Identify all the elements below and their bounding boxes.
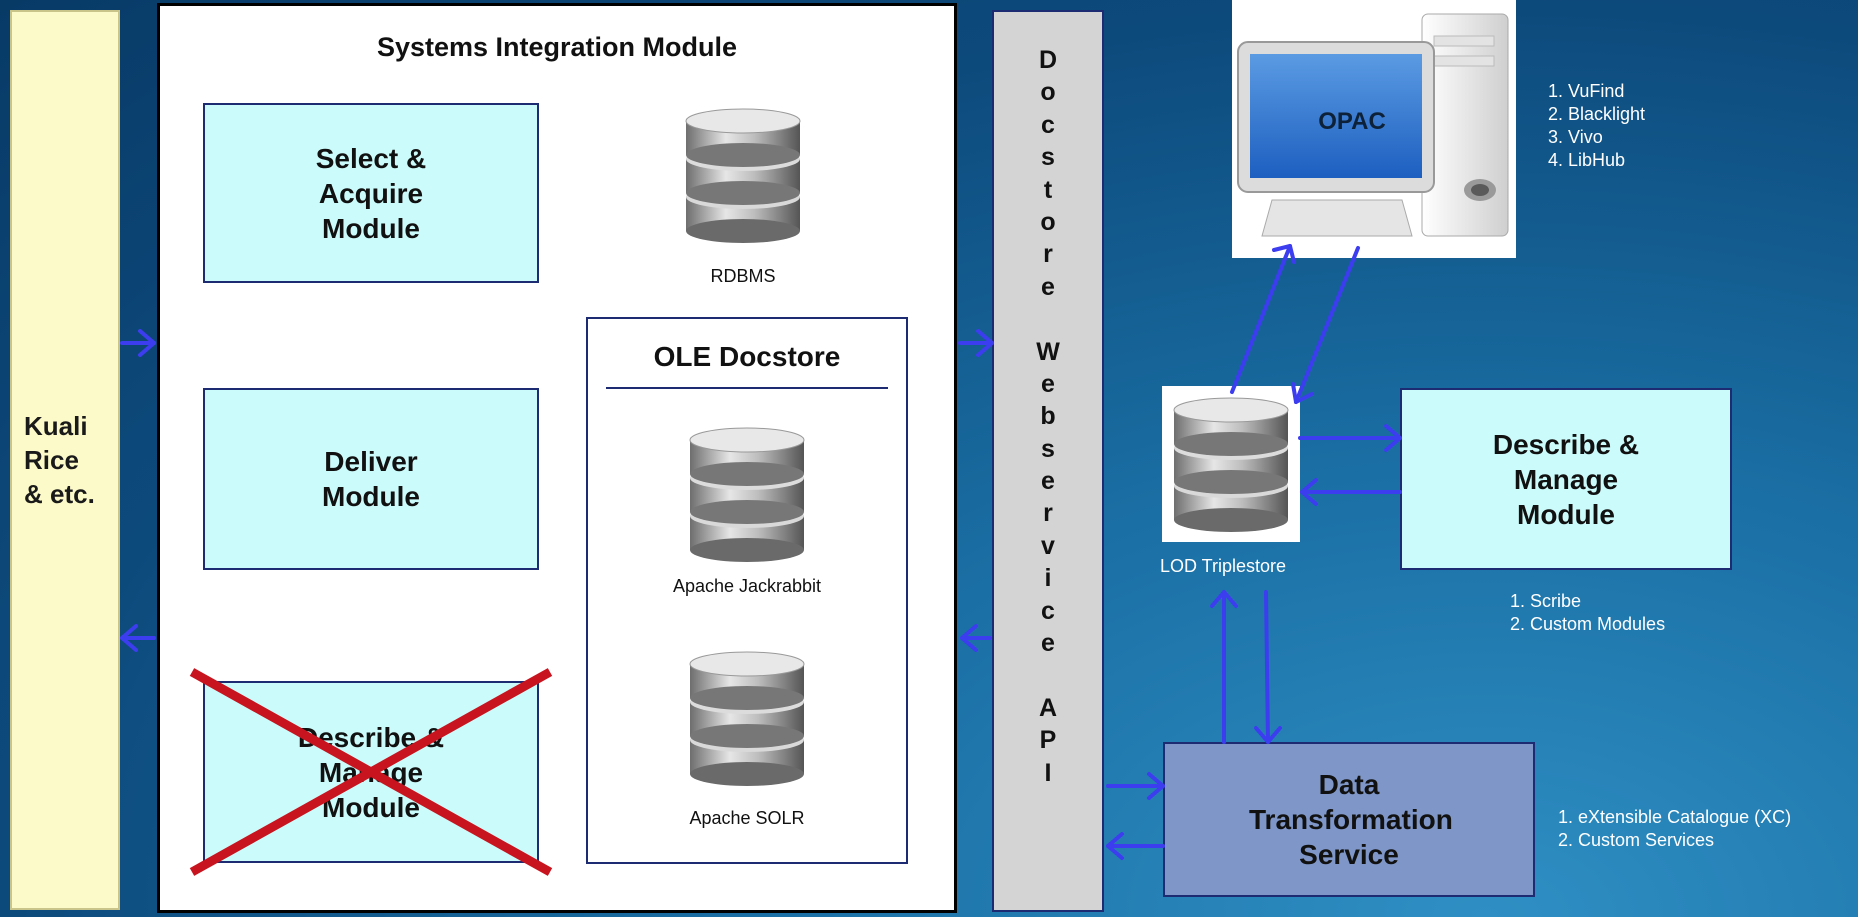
data-transformation-service: Data Transformation Service [1163,742,1535,897]
api-letter: c [1041,110,1055,139]
api-letter: D [1038,46,1058,74]
arrow-lod-to-opac [1230,244,1296,394]
api-letter: I [1044,758,1052,787]
kuali-line-3: & etc. [24,479,95,509]
lod-triplestore-label: LOD Triplestore [1160,556,1287,576]
kuali-line-2: Rice [24,445,79,475]
arrow-sim-to-kuali [120,624,156,652]
api-letter: i [1044,564,1052,593]
rdbms-label: RDBMS [710,266,776,286]
api-letter: W [1036,337,1060,366]
describe-manage-module: Describe & Manage Module [1400,388,1732,570]
deliver-module: Deliver Module [203,388,539,570]
api-letter: s [1041,434,1055,463]
opac-computer-icon [1232,0,1516,258]
kuali-rice-box: Kuali Rice & etc. [10,10,120,910]
api-letter: P [1039,726,1057,755]
deliver-label: Deliver Module [322,446,420,512]
opac-list-item: 1. VuFind [1548,81,1625,101]
dts-list: 1. eXtensible Catalogue (XC) 2. Custom S… [1558,806,1791,852]
api-letter: e [1041,272,1055,301]
arrow-opac-to-lod [1291,246,1360,404]
api-letter: v [1041,531,1055,560]
select-acquire-module: Select & Acquire Module [203,103,539,283]
jackrabbit-label: Apache Jackrabbit [672,576,822,596]
select-acquire-label: Select & Acquire Module [315,142,427,244]
opac-list-item: 2. Blacklight [1548,104,1646,124]
arrow-lod-to-dts [1254,590,1282,744]
api-letter: e [1041,467,1055,496]
dts-label: Data Transformation Service [1249,769,1453,870]
solr-label: Apache SOLR [689,808,805,828]
api-letter: r [1043,499,1053,528]
arrow-kuali-to-sim [120,329,156,357]
opac-list-item: 3. Vivo [1548,127,1603,147]
docstore-divider [606,387,888,389]
api-letter: c [1041,596,1055,625]
arrow-lod-to-describe [1298,424,1402,452]
lod-triplestore-icon [1162,386,1300,542]
arrow-describe-to-lod [1300,478,1402,506]
sim-title: Systems Integration Module [376,32,738,62]
jackrabbit-database-icon [684,424,810,564]
api-letter: e [1041,629,1055,658]
arrow-api-to-sim [960,624,992,652]
arrow-dts-to-api [1106,832,1165,860]
api-letter: A [1038,693,1058,722]
opac-list-item: 4. LibHub [1548,150,1626,170]
rdbms-database-icon [680,105,806,245]
api-letter: r [1043,240,1053,269]
api-letter: b [1040,402,1056,431]
describe-manage-list-item: 2. Custom Modules [1510,614,1666,634]
arrow-api-to-dts [1106,772,1165,800]
dts-list-item: 1. eXtensible Catalogue (XC) [1558,807,1792,827]
describe-manage-list-item: 1. Scribe [1510,591,1582,611]
api-letter: s [1041,143,1055,172]
docstore-title: OLE Docstore [653,341,841,372]
api-letter: o [1040,78,1056,107]
api-letter: o [1040,207,1056,236]
kuali-line-1: Kuali [24,411,88,441]
solr-database-icon [684,648,810,788]
arrow-sim-to-api [958,329,994,357]
opac-label: OPAC [1318,108,1386,135]
describe-manage-label: Describe & Manage Module [1492,428,1640,530]
api-letter: t [1043,175,1053,204]
opac-list: 1. VuFind 2. Blacklight 3. Vivo 4. LibHu… [1548,80,1645,172]
describe-manage-list: 1. Scribe 2. Custom Modules [1510,590,1665,636]
arrow-dts-to-lod [1210,590,1238,744]
api-letter: e [1041,369,1055,398]
dts-list-item: 2. Custom Services [1558,830,1715,850]
removed-cross [189,668,553,876]
